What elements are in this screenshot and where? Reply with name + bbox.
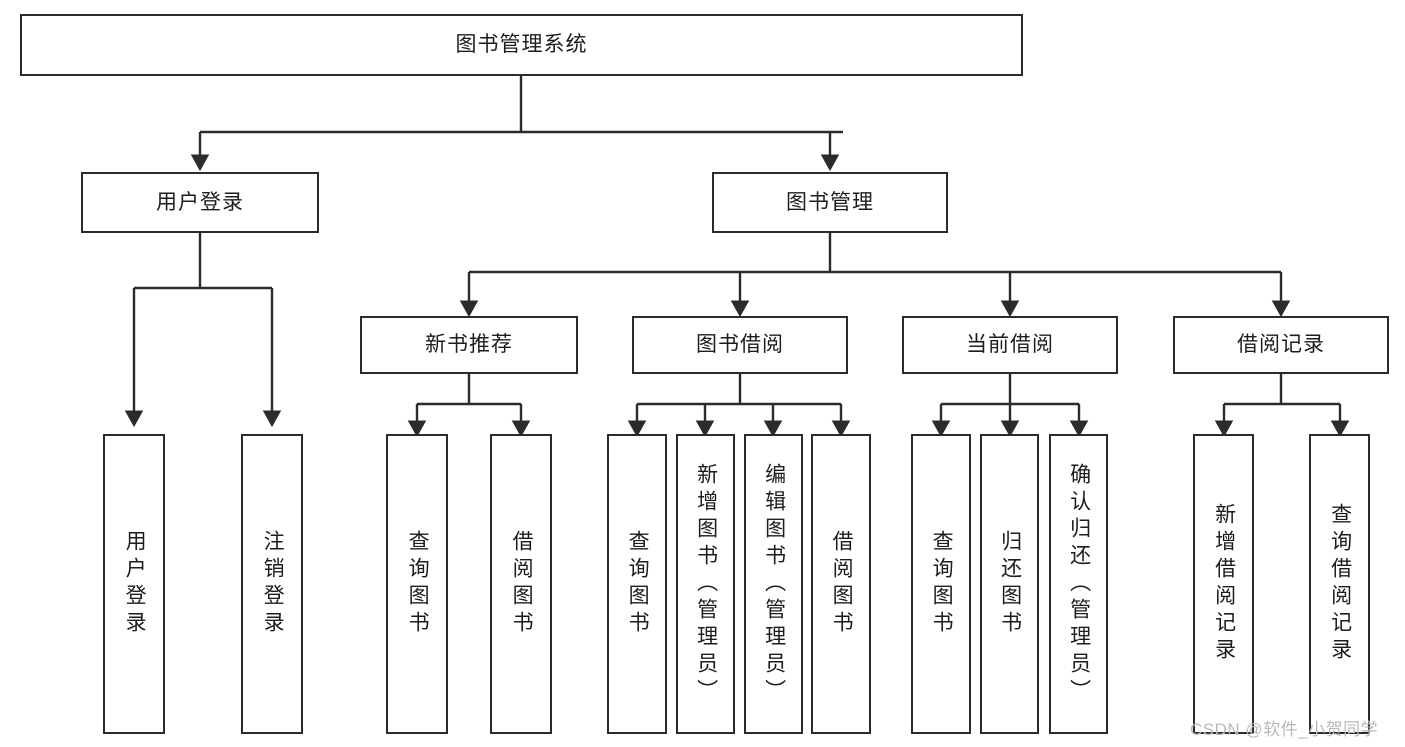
node-leaf-borrow-book-2[interactable]: 借阅图书 [811,434,871,734]
node-borrow-record[interactable]: 借阅记录 [1173,316,1389,374]
node-new-book-recommend-label: 新书推荐 [425,333,513,357]
node-leaf-confirm-return-label: 确认归还（管理员） [1067,462,1091,706]
node-leaf-query-book-2-label: 查询图书 [626,530,650,638]
node-user-login-label: 用户登录 [156,190,244,214]
node-root[interactable]: 图书管理系统 [20,14,1023,76]
node-leaf-borrow-book-2-label: 借阅图书 [830,530,854,638]
node-current-borrow[interactable]: 当前借阅 [902,316,1118,374]
node-leaf-confirm-return[interactable]: 确认归还（管理员） [1049,434,1108,734]
node-leaf-user-login-label: 用户登录 [123,530,147,638]
node-book-borrow-label: 图书借阅 [696,333,784,357]
node-book-borrow[interactable]: 图书借阅 [632,316,848,374]
node-leaf-add-book[interactable]: 新增图书（管理员） [676,434,735,734]
node-leaf-logout-login[interactable]: 注销登录 [241,434,303,734]
csdn-watermark: CSDN @软件_小贺同学 [1190,720,1379,739]
node-current-borrow-label: 当前借阅 [966,333,1054,357]
node-leaf-add-record[interactable]: 新增借阅记录 [1193,434,1254,734]
node-leaf-user-login[interactable]: 用户登录 [103,434,165,734]
node-leaf-return-book-label: 归还图书 [998,530,1022,638]
node-book-manage-label: 图书管理 [786,190,874,214]
node-leaf-edit-book[interactable]: 编辑图书（管理员） [744,434,803,734]
node-leaf-query-record[interactable]: 查询借阅记录 [1309,434,1370,734]
node-leaf-add-book-label: 新增图书（管理员） [694,462,718,706]
node-leaf-return-book[interactable]: 归还图书 [980,434,1039,734]
node-leaf-query-book-1[interactable]: 查询图书 [386,434,448,734]
node-user-login[interactable]: 用户登录 [81,172,319,233]
node-borrow-record-label: 借阅记录 [1237,333,1325,357]
node-book-manage[interactable]: 图书管理 [712,172,948,233]
node-root-label: 图书管理系统 [455,33,588,57]
node-leaf-query-book-2[interactable]: 查询图书 [607,434,667,734]
node-leaf-logout-login-label: 注销登录 [261,530,285,638]
node-leaf-query-record-label: 查询借阅记录 [1328,503,1352,665]
node-leaf-edit-book-label: 编辑图书（管理员） [762,462,786,706]
node-leaf-query-book-3-label: 查询图书 [930,530,954,638]
node-new-book-recommend[interactable]: 新书推荐 [360,316,578,374]
node-leaf-query-book-3[interactable]: 查询图书 [911,434,971,734]
node-leaf-borrow-book-1-label: 借阅图书 [510,530,534,638]
node-leaf-borrow-book-1[interactable]: 借阅图书 [490,434,552,734]
node-leaf-add-record-label: 新增借阅记录 [1212,503,1236,665]
node-leaf-query-book-1-label: 查询图书 [406,530,430,638]
